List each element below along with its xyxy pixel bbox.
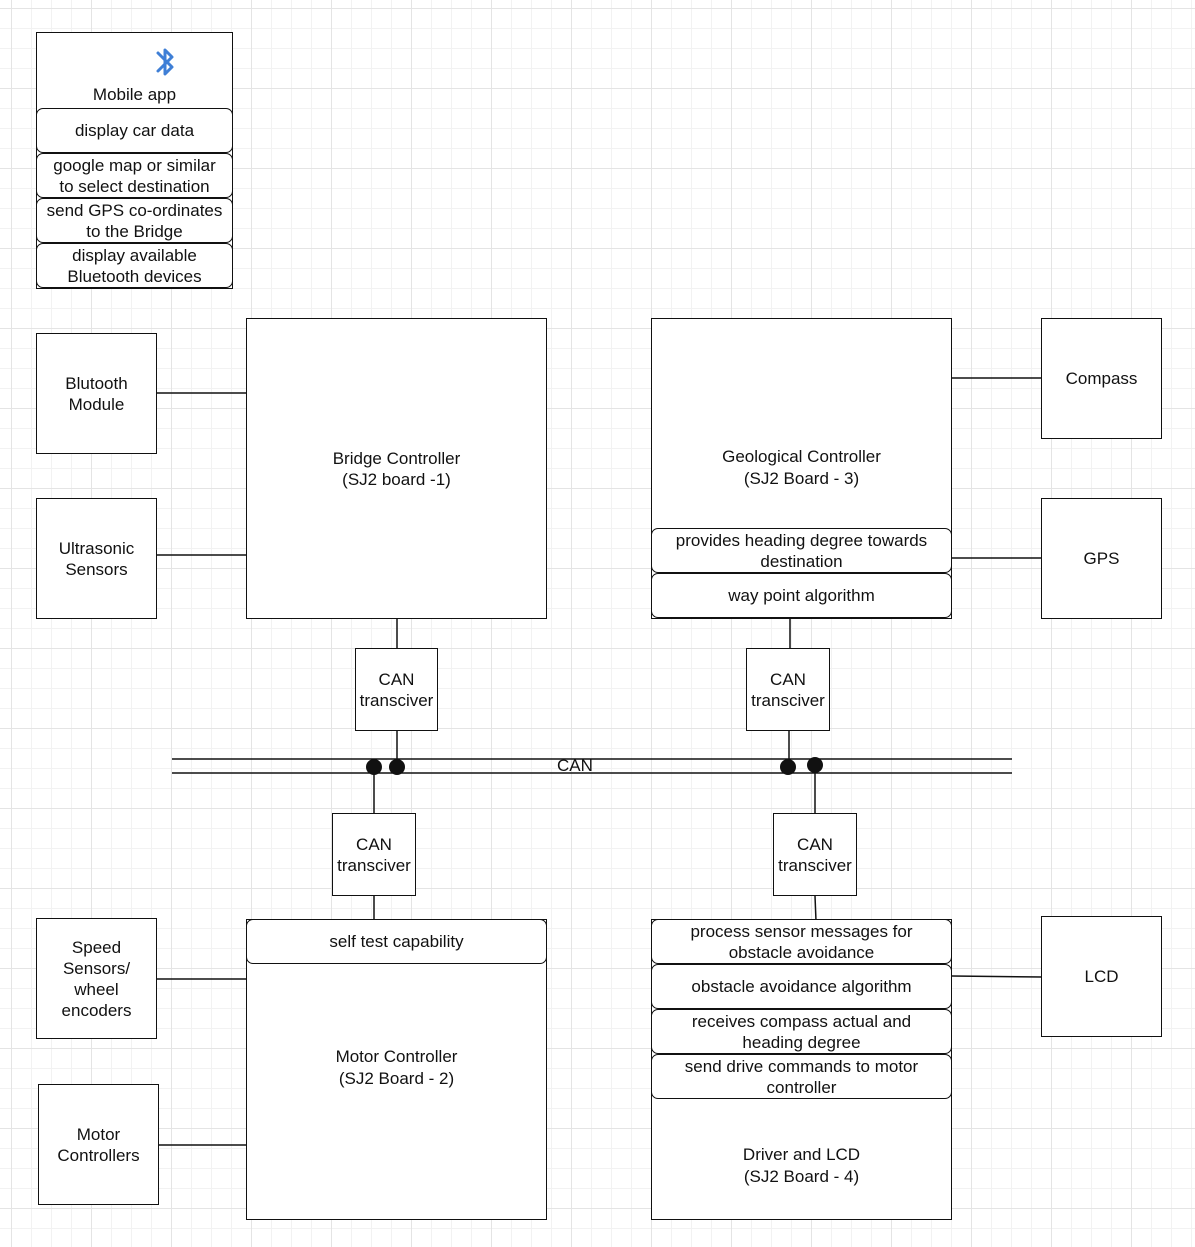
wire-driver-lcd <box>951 975 1043 978</box>
geological-controller-title: Geological Controller (SJ2 Board - 3) <box>722 447 881 488</box>
driver-item-drive-commands: send drive commands to motor controller <box>651 1054 952 1099</box>
bus-node-geo <box>780 759 796 775</box>
motor-item-self-test: self test capability <box>246 919 547 964</box>
bus-node-driver <box>807 757 823 773</box>
mobile-app-title: Mobile app <box>92 85 177 104</box>
motor-can-transceiver: CAN transciver <box>332 813 416 896</box>
mobile-app-item-display-car-data: display car data <box>36 108 233 153</box>
bridge-can-transceiver: CAN transciver <box>355 648 438 731</box>
bluetooth-icon <box>156 48 174 76</box>
mobile-app-item-map-destination: google map or similar to select destinat… <box>36 153 233 198</box>
geo-can-transceiver: CAN transciver <box>746 648 830 731</box>
bridge-controller-box: Bridge Controller (SJ2 board -1) <box>246 318 547 619</box>
compass-box: Compass <box>1041 318 1162 439</box>
mobile-app-item-bluetooth-devices: display available Bluetooth devices <box>36 243 233 288</box>
driver-item-obstacle-algorithm: obstacle avoidance algorithm <box>651 964 952 1009</box>
bus-node-bridge <box>389 759 405 775</box>
geo-item-heading-degree: provides heading degree towards destinat… <box>651 528 952 573</box>
driver-can-transceiver: CAN transciver <box>773 813 857 896</box>
motor-controller-box <box>246 919 547 1220</box>
bluetooth-module-box: Blutooth Module <box>36 333 157 454</box>
ultrasonic-sensors-box: Ultrasonic Sensors <box>36 498 157 619</box>
geo-item-waypoint-algorithm: way point algorithm <box>651 573 952 618</box>
driver-item-process-sensor: process sensor messages for obstacle avo… <box>651 919 952 964</box>
wire-driver-transceiver-driver <box>814 895 817 922</box>
can-bus-label: CAN <box>557 756 593 775</box>
mobile-app-item-send-gps: send GPS co-ordinates to the Bridge <box>36 198 233 243</box>
motor-controllers-box: Motor Controllers <box>38 1084 159 1205</box>
lcd-box: LCD <box>1041 916 1162 1037</box>
speed-sensors-box: Speed Sensors/ wheel encoders <box>36 918 157 1039</box>
bus-node-motor <box>366 759 382 775</box>
driver-item-compass-heading: receives compass actual and heading degr… <box>651 1009 952 1054</box>
gps-box: GPS <box>1041 498 1162 619</box>
driver-lcd-title: Driver and LCD (SJ2 Board - 4) <box>742 1145 861 1186</box>
motor-controller-title: Motor Controller (SJ2 Board - 2) <box>335 1047 458 1088</box>
